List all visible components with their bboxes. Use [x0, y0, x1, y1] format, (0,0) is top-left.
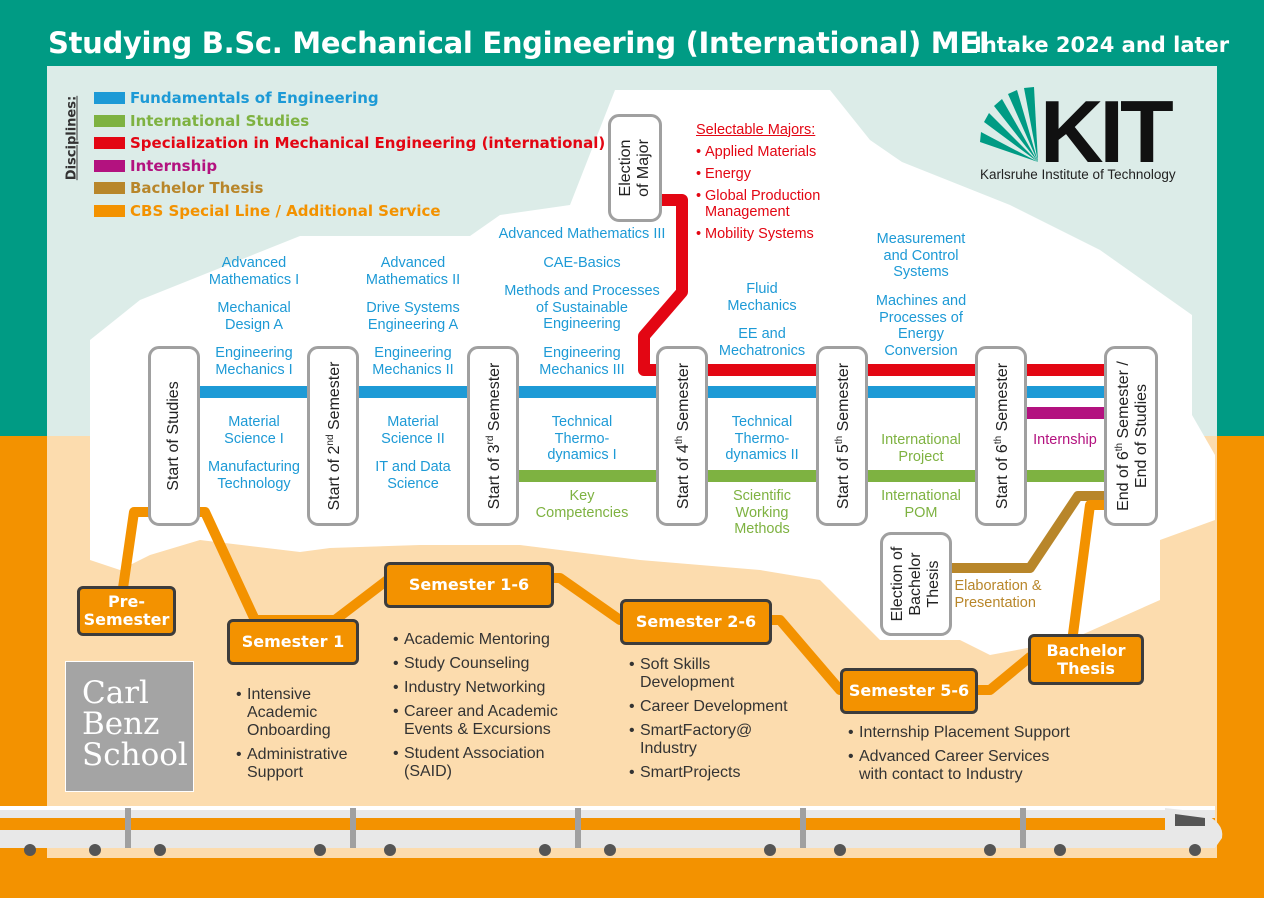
service-item: Advanced Career Services with contact to…	[848, 748, 1070, 784]
service-list-semester-1: Intensive Academic Onboarding Administra…	[236, 686, 347, 788]
course-drive-systems-engineering-a: Drive Systems Engineering A	[366, 300, 460, 333]
legend-swatch	[94, 205, 125, 217]
course-mechanical-design-a: Mechanical Design A	[217, 300, 291, 333]
course-advanced-mathematics-iii: Advanced Mathematics III	[498, 226, 666, 242]
service-item: Administrative Support	[236, 746, 347, 782]
legend-label: International Studies	[130, 112, 310, 130]
legend-heading: Disciplines:	[64, 95, 80, 181]
service-item: Intensive Academic Onboarding	[236, 686, 347, 740]
major-item: Global Production Management	[696, 188, 820, 220]
course-thesis-elaboration: Elaboration & Presentation	[954, 578, 1042, 611]
legend-swatch	[94, 115, 125, 127]
course-engineering-mechanics-i: Engineering Mechanics I	[215, 345, 293, 378]
major-item: Energy	[696, 166, 820, 182]
course-technical-thermodynamics-ii: Technical Thermo- dynamics II	[725, 414, 799, 463]
course-scientific-working-methods: Scientific Working Methods	[732, 488, 792, 537]
legend-item-bachelor-thesis: Bachelor Thesis	[94, 179, 264, 197]
station-end-of-studies: End of 6th Semester /End of Studies	[1104, 346, 1158, 526]
course-key-competencies: Key Competencies	[535, 488, 629, 521]
station-start-semester-3: Start of 3rd Semester	[467, 346, 519, 526]
brown-line	[915, 491, 1128, 573]
legend-item-specialization: Specialization in Mechanical Engineering…	[94, 134, 606, 152]
legend-label: CBS Special Line / Additional Service	[130, 202, 441, 220]
course-advanced-mathematics-ii: Advanced Mathematics II	[365, 255, 461, 288]
station-start-semester-4: Start of 4th Semester	[656, 346, 708, 526]
service-item: Student Association (SAID)	[393, 745, 558, 781]
cbs-logo-word: School	[82, 737, 188, 773]
service-list-semester-5-6: Internship Placement Support Advanced Ca…	[848, 724, 1070, 790]
legend-swatch	[94, 92, 125, 104]
service-semester-2-6: Semester 2-6	[620, 599, 772, 645]
red-line	[635, 194, 1130, 376]
legend-label: Internship	[130, 157, 218, 175]
page-title: Studying B.Sc. Mechanical Engineering (I…	[48, 26, 990, 60]
cbs-logo-word: Benz	[82, 706, 160, 742]
service-semester-1-6: Semester 1-6	[384, 562, 554, 608]
station-start-semester-2: Start of 2nd Semester	[307, 346, 359, 526]
service-item: Internship Placement Support	[848, 724, 1070, 742]
service-item: Career Development	[629, 698, 788, 716]
kit-fan-icon	[980, 87, 1038, 162]
legend-label: Bachelor Thesis	[130, 179, 264, 197]
course-internship: Internship	[1033, 432, 1097, 448]
service-item: SmartFactory@ Industry	[629, 722, 788, 758]
legend-swatch	[94, 182, 125, 194]
kit-wordmark: KIT	[1040, 86, 1173, 181]
service-item: SmartProjects	[629, 764, 788, 782]
legend-item-fundamentals: Fundamentals of Engineering	[94, 89, 379, 107]
service-item: Academic Mentoring	[393, 631, 558, 649]
course-ee-and-mechatronics: EE and Mechatronics	[718, 326, 806, 359]
major-item: Applied Materials	[696, 144, 820, 160]
course-it-and-data-science: IT and Data Science	[375, 459, 451, 492]
service-item: Soft Skills Development	[629, 656, 788, 692]
majors-title: Selectable Majors:	[696, 122, 816, 138]
carl-benz-school-logo: Carl Benz School	[65, 661, 194, 792]
service-list-semester-2-6: Soft Skills Development Career Developme…	[629, 656, 788, 788]
train	[0, 806, 1223, 856]
service-bachelor-thesis: Bachelor Thesis	[1028, 634, 1144, 685]
course-manufacturing-technology: Manufacturing Technology	[208, 459, 300, 492]
service-pre-semester: Pre- Semester	[77, 586, 176, 636]
service-item: Study Counseling	[393, 655, 558, 673]
service-item: Career and Academic Events & Excursions	[393, 703, 558, 739]
majors-list: Applied Materials Energy Global Producti…	[696, 144, 820, 248]
course-fluid-mechanics: Fluid Mechanics	[727, 281, 797, 314]
station-start-semester-6: Start of 6th Semester	[975, 346, 1027, 526]
legend-item-internship: Internship	[94, 157, 218, 175]
service-list-semester-1-6: Academic Mentoring Study Counseling Indu…	[393, 631, 558, 787]
course-engineering-mechanics-ii: Engineering Mechanics II	[372, 345, 454, 378]
station-start-of-studies: Start of Studies	[148, 346, 200, 526]
kit-logo: KIT	[980, 86, 1177, 181]
legend-swatch	[94, 137, 125, 149]
station-start-semester-5: Start of 5th Semester	[816, 346, 868, 526]
course-machines-processes-energy-conversion: Machines and Processes of Energy Convers…	[875, 293, 967, 359]
course-methods-processes-sustainable-engineering: Methods and Processes of Sustainable Eng…	[504, 283, 660, 332]
service-semester-1: Semester 1	[227, 619, 359, 665]
kit-full-name: Karlsruhe Institute of Technology	[980, 167, 1176, 182]
course-measurement-control-systems: Measurement and Control Systems	[876, 231, 966, 280]
course-international-pom: International POM	[881, 488, 961, 521]
course-international-project: International Project	[881, 432, 961, 465]
course-cae-basics: CAE-Basics	[543, 255, 621, 271]
course-engineering-mechanics-iii: Engineering Mechanics III	[539, 345, 625, 378]
legend-item-cbs-special-line: CBS Special Line / Additional Service	[94, 202, 441, 220]
cbs-logo-word: Carl	[82, 675, 149, 711]
legend-label: Fundamentals of Engineering	[130, 89, 379, 107]
course-material-science-ii: Material Science II	[381, 414, 445, 447]
legend-item-international-studies: International Studies	[94, 112, 310, 130]
service-item: Industry Networking	[393, 679, 558, 697]
major-item: Mobility Systems	[696, 226, 820, 242]
course-technical-thermodynamics-i: Technical Thermo- dynamics I	[547, 414, 617, 463]
service-semester-5-6: Semester 5-6	[840, 668, 978, 714]
intake-label: Intake 2024 and later	[974, 33, 1230, 57]
course-material-science-i: Material Science I	[224, 414, 284, 447]
course-advanced-mathematics-i: Advanced Mathematics I	[208, 255, 300, 288]
legend-label: Specialization in Mechanical Engineering…	[130, 134, 606, 152]
legend-swatch	[94, 160, 125, 172]
